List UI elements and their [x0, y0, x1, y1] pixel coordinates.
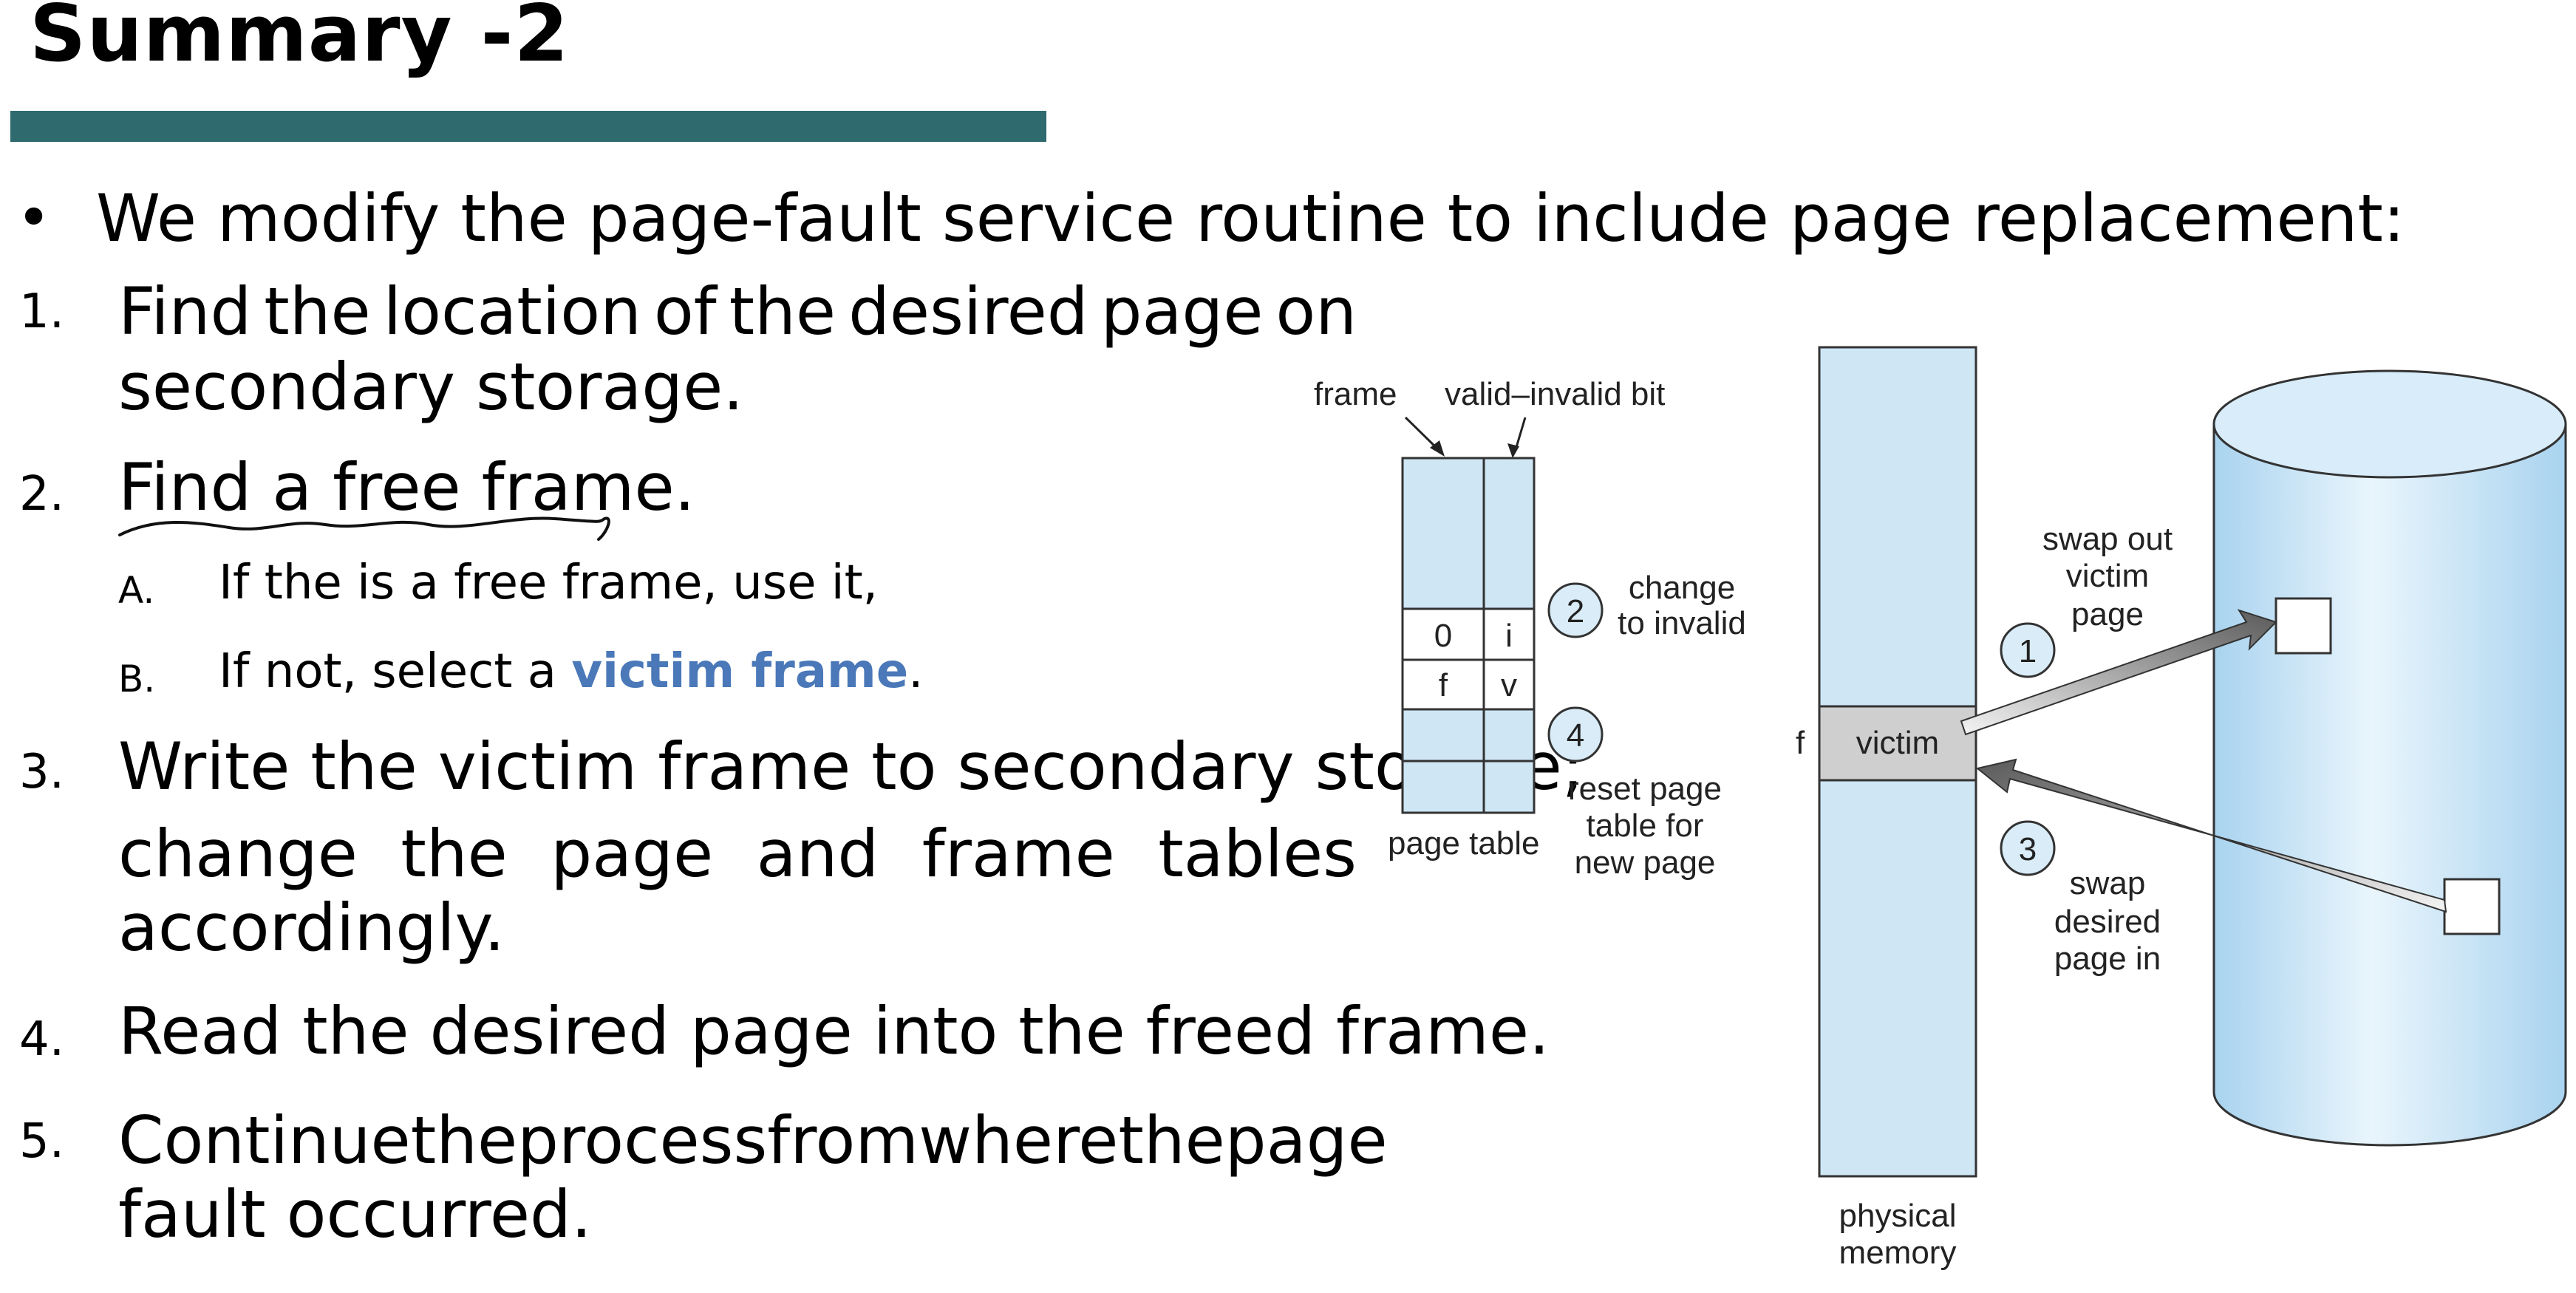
- victim-frame-highlight: victim frame: [571, 644, 909, 699]
- word: location: [383, 273, 641, 349]
- step-3-caption-line: swap: [2070, 865, 2146, 901]
- step-4-circle: [1547, 706, 1604, 763]
- label-physical-memory-line: memory: [1839, 1235, 1957, 1271]
- step-3-caption-line: page in: [2054, 941, 2161, 977]
- word: page: [1100, 273, 1264, 349]
- step-2-caption-line: to invalid: [1618, 605, 1746, 641]
- word: frame: [921, 816, 1115, 892]
- word: the: [1118, 1102, 1225, 1178]
- step-4-text: Read the desired page into the freed fra…: [118, 993, 1550, 1069]
- slide-title: Summary -2: [30, 0, 570, 79]
- frame-pointer-arrowhead: [1430, 440, 1445, 457]
- label-physical-memory-line: physical: [1839, 1198, 1957, 1234]
- step-1-caption-line: page: [2071, 596, 2144, 632]
- page-table-cell: i: [1505, 618, 1513, 654]
- step-1-number: 1: [2019, 633, 2037, 669]
- step-5-line-2: fault occurred.: [118, 1176, 592, 1252]
- handwritten-underline: [118, 516, 610, 541]
- page-table-cell: f: [1439, 667, 1448, 703]
- word: page: [1224, 1102, 1388, 1178]
- step-3-line-2: change the page and frame tables: [118, 816, 1357, 892]
- label-victim: victim: [1856, 725, 1939, 761]
- step-1-number: 1.: [19, 284, 65, 339]
- word: change: [118, 816, 358, 892]
- step-3-caption-line: desired: [2054, 904, 2161, 940]
- step-1-caption-line: swap out: [2042, 521, 2173, 557]
- step-3-line-3: accordingly.: [118, 890, 505, 966]
- step-1-circle: [2000, 622, 2056, 678]
- label-page-table: page table: [1388, 825, 1540, 862]
- desired-page-box: [2443, 878, 2501, 935]
- step-4-caption-line: reset page: [1568, 771, 1722, 807]
- word: and: [756, 816, 879, 892]
- step-1-line-1: Find the location of the desired page on: [118, 273, 1357, 349]
- step-1-line-2: secondary storage.: [118, 349, 744, 425]
- step-4-number: 4: [1567, 717, 1584, 754]
- substep-b-prefix: If not, select a: [219, 644, 572, 699]
- physical-memory: victim: [1818, 346, 1977, 1178]
- step-1-caption-line: victim: [2066, 558, 2149, 594]
- substep-b-number: B.: [118, 658, 156, 700]
- bit-pointer-arrowhead: [1507, 443, 1519, 458]
- label-f: f: [1796, 725, 1805, 761]
- step-4-caption-line: table for: [1587, 808, 1704, 844]
- step-2-circle: [1547, 582, 1604, 638]
- label-valid-invalid-bit: valid–invalid bit: [1445, 376, 1665, 412]
- step-3-number: 3: [2019, 831, 2037, 867]
- step-3-circle: [2000, 820, 2056, 876]
- page-table: 0 i f v: [1401, 457, 1536, 814]
- backing-store-disk: [2212, 369, 2567, 1147]
- word: where: [919, 1102, 1119, 1178]
- step-3-line-1: Write the victim frame to secondary stor…: [118, 729, 1584, 805]
- word: page: [551, 816, 714, 892]
- word: of: [653, 273, 717, 349]
- step-2-caption-line: change: [1629, 570, 1735, 606]
- swap-in-arrow: [1975, 758, 2447, 913]
- substep-a-number: A.: [118, 569, 155, 612]
- word: on: [1275, 273, 1357, 349]
- intro-text: We modify the page-fault service routine…: [96, 180, 2405, 256]
- swapped-out-page-box: [2275, 597, 2332, 655]
- step-4-number: 4.: [19, 1012, 65, 1067]
- word: Find: [118, 273, 252, 349]
- title-underline-bar: [10, 111, 1046, 142]
- intro-bullet: •: [16, 183, 52, 252]
- word: tables: [1158, 816, 1357, 892]
- substep-b-suffix: .: [908, 644, 924, 699]
- word: Continue: [118, 1102, 411, 1178]
- step-5-line-1: Continue the process from where the page: [118, 1102, 1388, 1178]
- word: desired: [848, 273, 1088, 349]
- word: the: [729, 273, 836, 349]
- substep-b-text: If not, select a victim frame.: [219, 644, 923, 699]
- step-3-number: 3.: [19, 745, 65, 799]
- step-4-caption-line: new page: [1575, 845, 1716, 881]
- word: from: [767, 1102, 919, 1178]
- label-frame: frame: [1314, 376, 1397, 412]
- step-2-text: Find a free frame.: [118, 449, 695, 525]
- word: process: [517, 1102, 768, 1178]
- substep-a-text: If the is a free frame, use it,: [219, 556, 878, 610]
- word: the: [264, 273, 371, 349]
- page-table-cell: 0: [1434, 618, 1452, 654]
- word: the: [401, 816, 508, 892]
- step-5-number: 5.: [19, 1114, 65, 1169]
- victim-frame-block: [1818, 705, 1977, 782]
- swap-out-arrow: [1960, 609, 2277, 736]
- page-table-cell: v: [1501, 667, 1517, 703]
- word: the: [410, 1102, 518, 1178]
- step-2-number: 2: [1567, 593, 1584, 630]
- step-2-number: 2.: [19, 467, 65, 522]
